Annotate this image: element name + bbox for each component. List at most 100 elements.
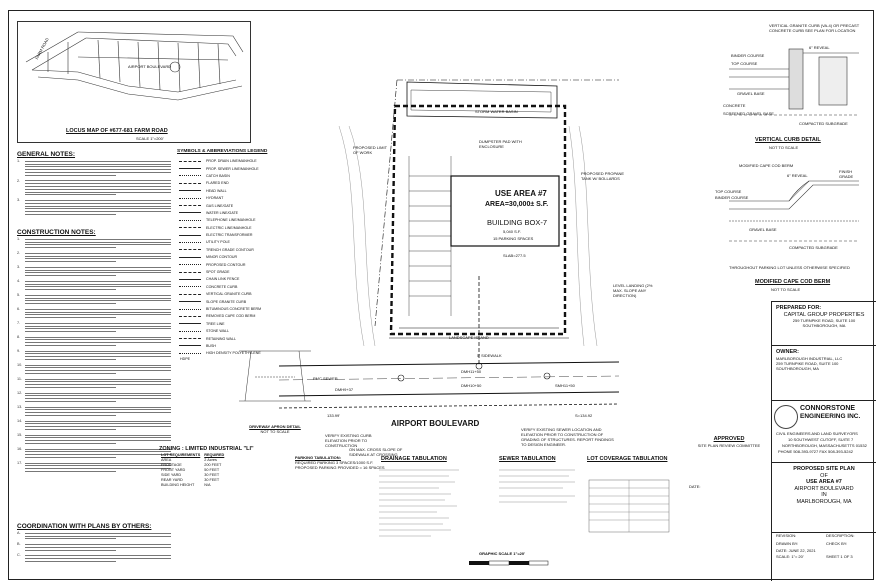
legend-symbol — [177, 233, 203, 238]
firm-line-3: CIVIL ENGINEERS AND LAND SURVEYORS — [776, 431, 858, 436]
note-item: 11. — [17, 377, 177, 390]
locus-map-drawing — [25, 31, 244, 101]
legend-symbol — [177, 284, 203, 289]
note-text-line — [25, 543, 171, 545]
sum-south: S=134.92 — [575, 413, 593, 418]
pmc-sewer: PMC SEWER — [313, 376, 338, 381]
legend-symbol — [177, 255, 203, 260]
approval-date: DATE: — [689, 483, 701, 489]
legend-label: TELEPHONE LINE/MANHOLE — [206, 218, 256, 223]
note-text-line — [25, 342, 171, 344]
level-landing-label: LEVEL LANDING (2% MAX. SLOPE ANY DIRECTI… — [613, 283, 653, 298]
owner-block: OWNER: MARLBOROUGH INDUSTRIAL, LLC 259 T… — [772, 346, 876, 401]
legend-item: GAS LINE/GATE — [177, 202, 285, 209]
coordination-list: A.B.C. — [17, 531, 177, 564]
zoning-requirement: AREA — [161, 457, 172, 462]
legend-symbol — [177, 203, 203, 208]
note-text-line — [25, 378, 171, 380]
note-item: 17. — [17, 461, 177, 474]
use-area-label: USE AREA #7 — [495, 189, 547, 198]
legend-label: CONCRETE CURB — [206, 284, 238, 289]
note-text-line — [25, 356, 171, 358]
approval-block: APPROVED SITE PLAN REVIEW COMMITTEE DATE… — [689, 436, 769, 489]
note-number: 17. — [17, 460, 23, 465]
note-number: 7. — [17, 320, 21, 325]
note-text-line — [25, 169, 171, 171]
note-text-line — [25, 406, 171, 408]
note-text-line — [25, 468, 171, 470]
cape-cod-detail: MODIFIED CAPE COD BERM 6" REVEAL FINISH … — [709, 161, 869, 306]
note-number: 4. — [17, 278, 21, 283]
legend-label: HEAD WALL — [206, 188, 227, 193]
vc-concrete: CONCRETE — [723, 103, 746, 108]
owner-address: 259 TURNPIKE ROAD, SUITE 100 — [776, 360, 839, 366]
zoning-value: 30 FEET — [204, 472, 220, 477]
legend-label: PROP. DRAIN LINE/MANHOLE — [206, 159, 257, 164]
note-text-line — [25, 183, 171, 185]
note-text-line — [25, 398, 171, 400]
legend-heading: SYMBOLS & ABBREVIATIONS LEGEND — [177, 149, 268, 154]
vc-label: VERTICAL GRANITE CURB (VA-4) OR PRECAST … — [769, 23, 860, 33]
note-text-line — [25, 275, 117, 277]
note-item: B. — [17, 542, 177, 552]
zoning-row: SIDE YARD 30 FEET — [159, 473, 226, 478]
dmh-1: DMH11+50 — [461, 369, 482, 374]
project-line-1: PROPOSED SITE PLAN — [793, 466, 855, 472]
project-line-3: USE AREA #7 — [806, 479, 842, 485]
note-text-line — [25, 202, 171, 204]
note-text-line — [25, 440, 171, 442]
note-text-line — [25, 247, 117, 249]
checked-label: CHECK BY: — [826, 541, 848, 546]
legend-item: BUSH — [177, 342, 285, 349]
construction-notes: CONSTRUCTION NOTES: 1.2.3.4.5.6.7.8.9.10… — [17, 229, 177, 529]
drainage-title: DRAINAGE TABULATION — [381, 456, 447, 462]
note-text-line — [25, 166, 171, 168]
legend-symbol — [177, 218, 203, 223]
note-text-line — [25, 255, 171, 257]
note-text-line — [25, 213, 117, 215]
dumpster-label: DUMPSTER PAD WITH ENCLOSURE — [479, 139, 522, 149]
legend-item: STONE WALL — [177, 327, 285, 334]
symbols-legend: SYMBOLS & ABBREVIATIONS LEGEND PROP. DRA… — [177, 149, 285, 361]
legend-item: CHAIN LINK FENCE — [177, 276, 285, 283]
general-notes-heading: GENERAL NOTES: — [17, 151, 76, 158]
note-text-line — [25, 188, 171, 190]
cape-cod-drawing — [729, 180, 859, 242]
legend-item: PROP. DRAIN LINE/MANHOLE — [177, 158, 285, 165]
note-text-line — [25, 266, 171, 268]
note-number: 5. — [17, 292, 21, 297]
legend-symbol — [177, 307, 203, 312]
note-number: 11. — [17, 376, 22, 381]
note-text-line — [25, 465, 171, 467]
legend-label: HYDRANT — [206, 196, 224, 201]
note-item: 12. — [17, 391, 177, 404]
legend-symbol — [177, 196, 203, 201]
legend-item: REMOVED CAPE COD BERM — [177, 313, 285, 320]
approved-sub: SITE PLAN REVIEW COMMITTEE — [697, 442, 761, 448]
title-block: PREPARED FOR: CAPITAL GROUP PROPERTIES 2… — [771, 301, 876, 581]
zoning-requirement: SIDE YARD — [161, 472, 182, 477]
legend-symbol — [177, 262, 203, 267]
note-item: 14. — [17, 419, 177, 432]
legend-symbol — [177, 292, 203, 297]
legend-symbol — [177, 329, 203, 334]
note-number: 16. — [17, 446, 23, 451]
vc-screened: SCREENED GRAVEL BASE — [723, 111, 774, 116]
legend-symbol — [177, 351, 203, 356]
legend-label: UTILITY POLE — [206, 240, 230, 245]
legend-item: ELECTRIC TRANSFORMER — [177, 231, 285, 238]
note-text-line — [25, 286, 171, 288]
locus-map: FARM ROAD AIRPORT BOULEVARD LOCUS MAP OF… — [17, 21, 251, 143]
note-text-line — [25, 311, 171, 313]
legend-item: VERTICAL GRANITE CURB — [177, 291, 285, 298]
note-number: 12. — [17, 390, 23, 395]
dmh-3: DMH9+37 — [335, 387, 354, 392]
legend-symbol — [177, 240, 203, 245]
legend-item: CONCRETE CURB — [177, 283, 285, 290]
cc-compacted: COMPACTED SUBGRADE — [789, 245, 838, 250]
legend-label: HIGH DENSITY POLYETHYLENE — [206, 351, 261, 356]
project-line-6: MARLBOROUGH, MA — [796, 498, 852, 505]
firm-name-1: CONNORSTONE — [800, 405, 856, 412]
legend-symbol — [177, 173, 203, 178]
note-text-line — [25, 280, 171, 282]
